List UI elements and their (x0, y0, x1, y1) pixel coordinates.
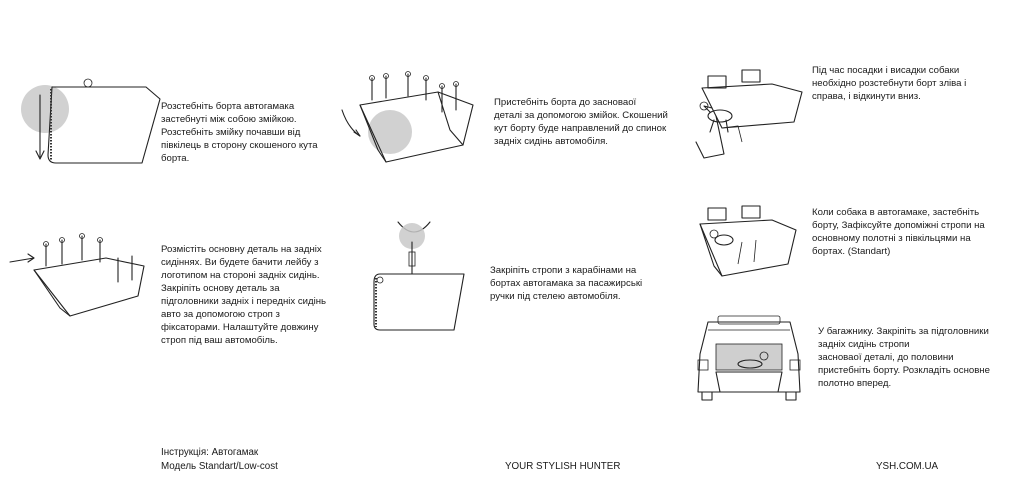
footer-website: YSH.COM.UA (876, 460, 938, 474)
illustration-trunk-view (694, 314, 804, 404)
step-6-text: Коли собака в автогамаке, застебніть бор… (812, 206, 997, 258)
illustration-unzip-side (18, 75, 163, 175)
step-7-text: У багажнику. Закріпіть за підголовники з… (818, 325, 1003, 390)
illustration-base-on-seats (10, 230, 150, 325)
illustration-dog-entering (682, 62, 807, 172)
step-1-text: Розстебніть борта автогамака застебнуті … (161, 100, 341, 165)
step-4-text: Розмістіть основну деталь на задніх сиді… (161, 243, 341, 347)
step-5-text: Закріпіть стропи з карабінами на бортах … (490, 264, 660, 303)
step-3-text: Під час посадки і висадки собаки необхід… (812, 64, 992, 103)
step-2-text: Пристебніть борта до засноваої деталі за… (494, 96, 679, 148)
illustration-dog-in-hammock (692, 202, 802, 282)
illustration-attach-sides (338, 70, 488, 170)
footer-instruction-title: Інструкція: Автогамак Модель Standart/Lo… (161, 446, 278, 474)
illustration-carabiner-strap (370, 212, 470, 342)
footer-brand: YOUR STYLISH HUNTER (505, 460, 620, 474)
